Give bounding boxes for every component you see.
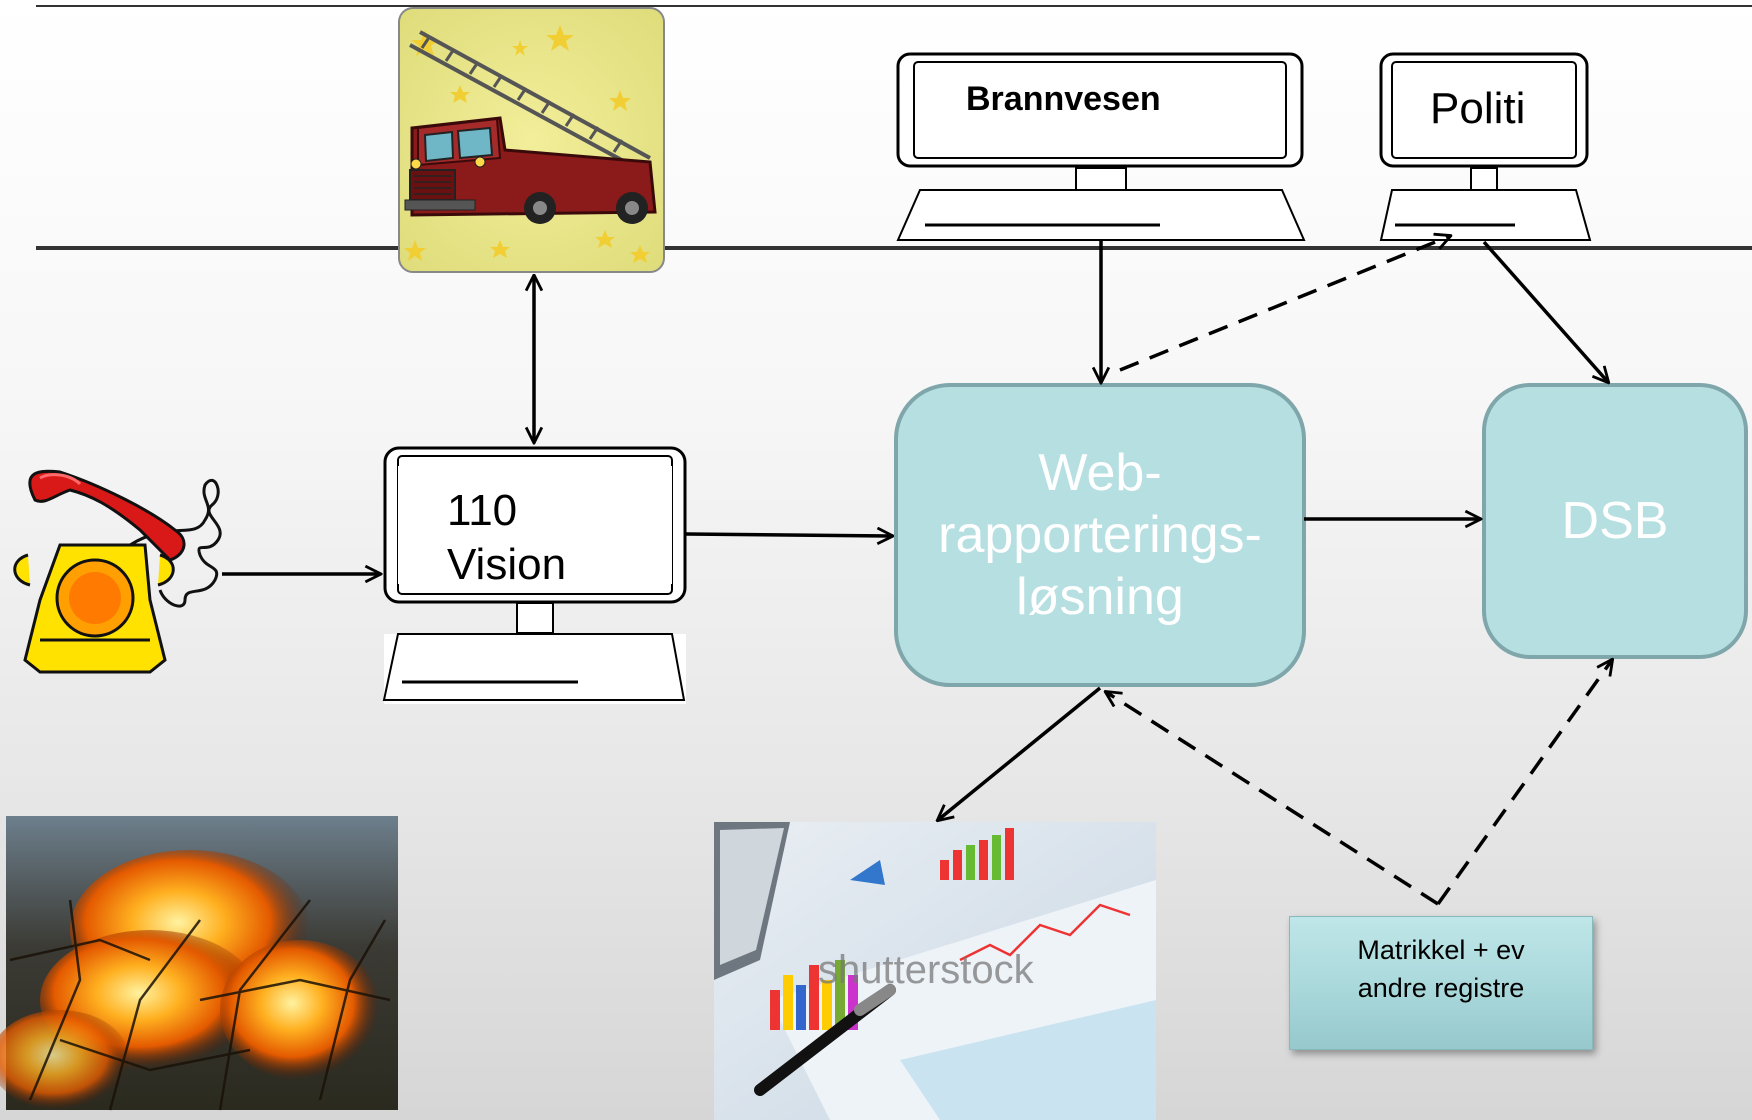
- web-to-report-arrow: [938, 686, 1102, 820]
- dsb-node: [1482, 383, 1748, 659]
- vision-monitor-icon: [382, 446, 687, 704]
- politi-label: Politi: [1430, 84, 1526, 133]
- register-box: Matrikkel + ev andre registre: [1289, 916, 1593, 1050]
- register-line1: Matrikkel + ev: [1357, 935, 1525, 965]
- report-charts-photo: [714, 822, 1156, 1120]
- web-to-politi-dashed-arrow: [1119, 236, 1450, 372]
- brannvesen-monitor-icon: [896, 52, 1306, 241]
- fire-truck-icon: [398, 7, 665, 273]
- vision-label: 110 Vision: [447, 484, 566, 592]
- web-reporting-node: [894, 383, 1306, 687]
- politi-monitor-icon: [1379, 52, 1592, 241]
- wildfire-photo: [0, 816, 398, 1111]
- politi-to-dsb-arrow: [1482, 240, 1608, 382]
- vision-to-web-arrow: [685, 534, 892, 536]
- register-to-web-dashed-arrow: [1106, 692, 1439, 906]
- vision-label-line1: 110: [447, 486, 518, 535]
- brannvesen-label: Brannvesen: [966, 80, 1161, 118]
- register-line2: andre registre: [1357, 973, 1525, 1003]
- register-to-dsb-dashed-arrow: [1436, 660, 1612, 906]
- report-watermark: shutterstock: [818, 948, 1034, 992]
- vision-label-line2: Vision: [447, 540, 567, 589]
- telephone-icon: [13, 469, 222, 674]
